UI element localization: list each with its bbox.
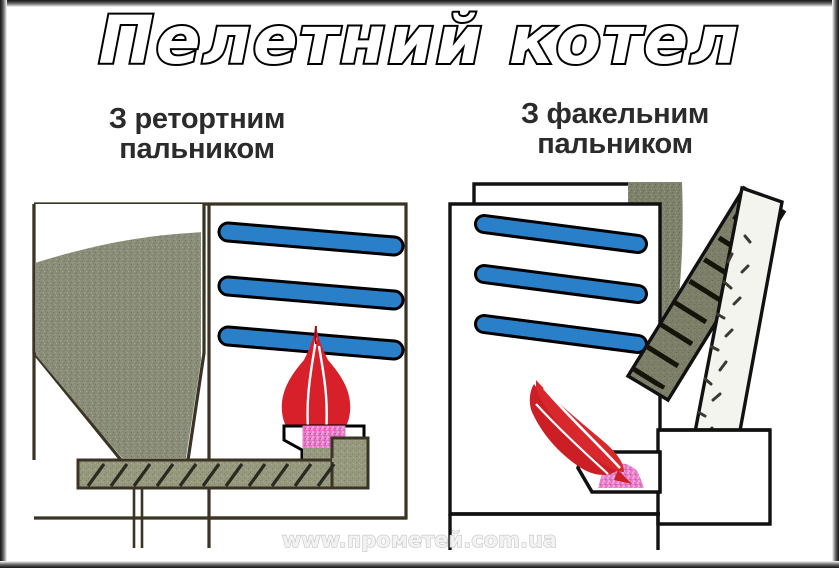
caption-line-1: З факельним: [520, 98, 710, 130]
page-title: Пелетний котел: [97, 0, 741, 81]
diagram-torch-burner: [432, 162, 832, 562]
caption-line-1: З ретортним: [108, 103, 286, 135]
caption-line-2: пальником: [537, 127, 693, 160]
frame-left-edge: [0, 0, 7, 568]
diagram-caption-retort: З ретортним пальником: [22, 103, 372, 165]
caption-line-2: пальником: [119, 132, 275, 165]
flame-shape-group: [529, 380, 632, 484]
screw-conveyor-group: [76, 436, 370, 490]
frame-bottom-edge: [0, 561, 839, 568]
diagram-caption-torch: З факельним пальником: [440, 98, 790, 160]
heat-exchanger-tubes-group: [474, 214, 648, 354]
site-watermark: www.прометей.com.ua: [281, 527, 558, 552]
diagram-retort-burner: [16, 188, 416, 558]
frame-right-edge: [832, 0, 839, 568]
heat-exchanger-tubes-group: [217, 221, 405, 361]
